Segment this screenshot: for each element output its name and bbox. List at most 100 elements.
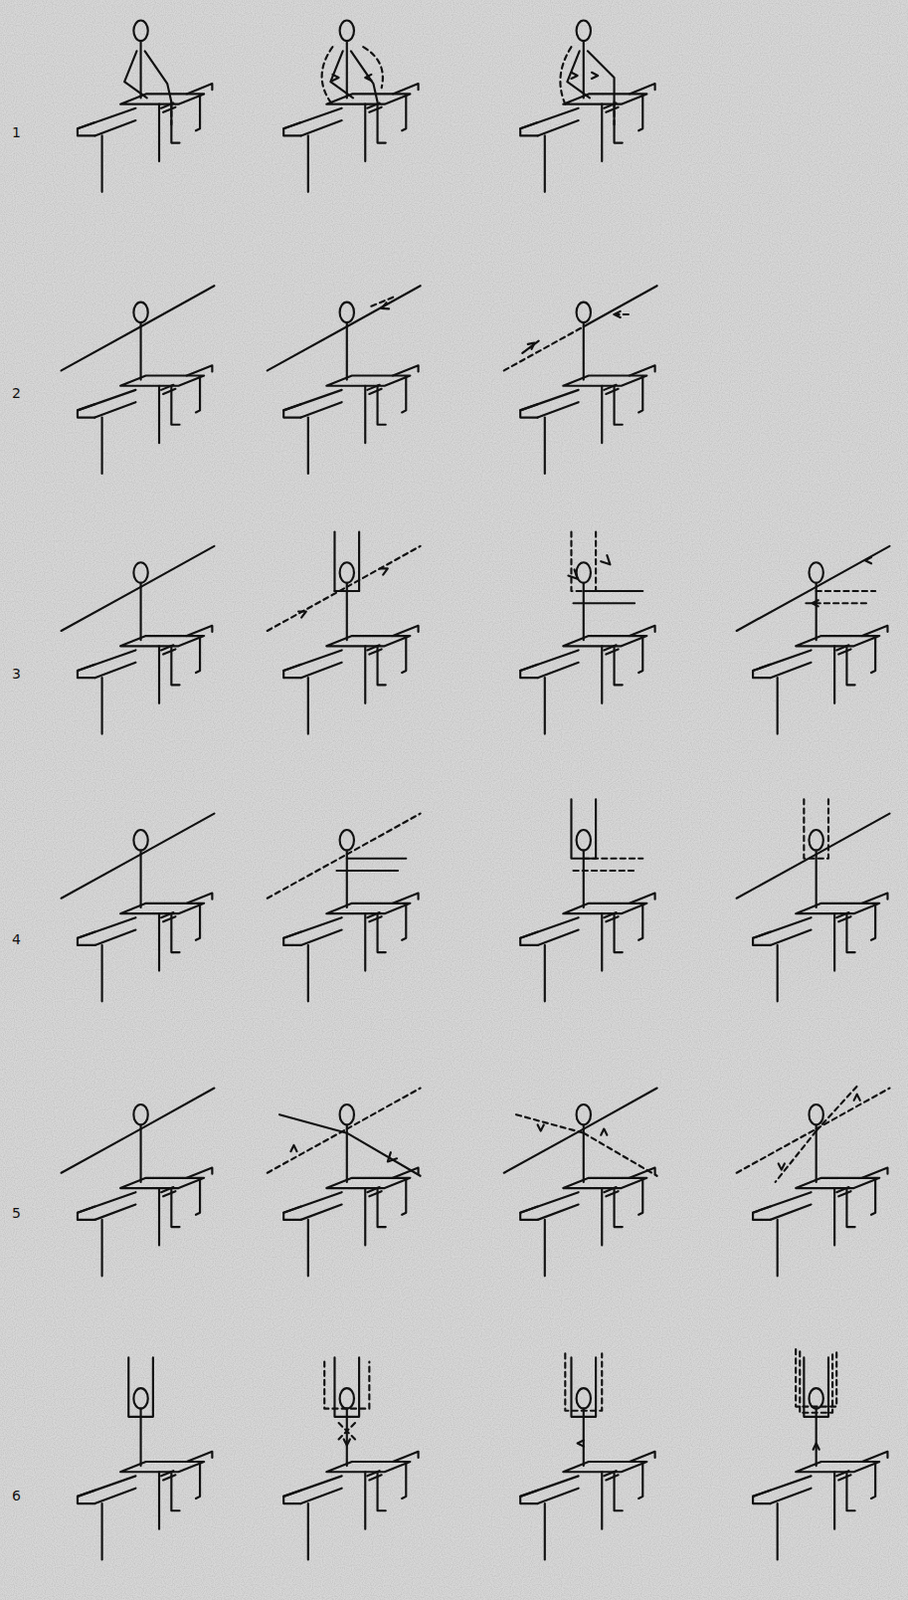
bench xyxy=(752,916,811,938)
movement-line xyxy=(290,1144,297,1151)
movement-line xyxy=(334,589,360,592)
bench xyxy=(171,912,180,952)
bench xyxy=(186,364,213,375)
bench xyxy=(171,645,180,685)
bench xyxy=(120,635,204,646)
movement-line xyxy=(566,50,590,98)
bench xyxy=(638,377,643,413)
movement-line xyxy=(339,1422,356,1439)
bench xyxy=(544,1502,546,1559)
bench xyxy=(283,1191,342,1213)
bench xyxy=(94,929,136,945)
movement-line xyxy=(141,813,215,855)
head xyxy=(576,302,591,324)
bench xyxy=(186,1167,213,1178)
bench xyxy=(326,93,410,104)
bench xyxy=(363,645,366,703)
bench xyxy=(605,107,618,113)
bench xyxy=(614,912,623,952)
movement-line xyxy=(778,1162,785,1169)
bench xyxy=(614,1187,623,1227)
bench xyxy=(770,1487,812,1503)
bench xyxy=(838,1190,851,1196)
movement-line xyxy=(812,599,819,606)
bench xyxy=(158,1470,161,1528)
bench xyxy=(195,1462,200,1498)
bench xyxy=(77,108,136,130)
row-number: 2 xyxy=(11,385,21,400)
movement-line xyxy=(128,1356,154,1416)
head xyxy=(340,1103,355,1125)
bench xyxy=(401,1179,406,1215)
bench xyxy=(171,385,180,425)
bench xyxy=(120,375,204,386)
movement-line xyxy=(587,50,615,102)
bench xyxy=(101,944,104,1001)
bench xyxy=(301,1203,343,1219)
exercise-figure xyxy=(752,1348,888,1559)
head xyxy=(576,829,591,851)
bench xyxy=(195,377,200,413)
body xyxy=(582,40,585,98)
bench xyxy=(833,1470,836,1528)
bench xyxy=(77,649,136,671)
movement-line xyxy=(324,1360,369,1408)
bench xyxy=(846,1470,855,1510)
exercise-figure xyxy=(736,1083,891,1275)
bench xyxy=(195,637,200,673)
movement-line xyxy=(816,1083,860,1130)
bench xyxy=(562,903,647,913)
movement-line xyxy=(865,556,872,563)
bench xyxy=(163,107,176,113)
bench xyxy=(544,677,546,733)
bench xyxy=(562,93,647,104)
movement-line xyxy=(573,869,636,872)
row-number: 5 xyxy=(11,1205,21,1220)
bench xyxy=(307,135,310,191)
bench xyxy=(377,912,386,952)
bench xyxy=(544,135,546,191)
bench xyxy=(307,417,310,474)
bench xyxy=(195,905,200,940)
movement-line xyxy=(564,1352,602,1410)
movement-line xyxy=(298,610,307,617)
bench xyxy=(283,108,342,130)
bench xyxy=(544,944,546,1001)
movement-line xyxy=(267,854,348,899)
head xyxy=(808,1103,823,1125)
body xyxy=(582,322,585,379)
bench xyxy=(377,1187,386,1227)
bench xyxy=(186,625,213,636)
bench xyxy=(94,401,136,417)
bench xyxy=(301,1487,343,1503)
body xyxy=(346,40,349,98)
bench xyxy=(629,625,656,636)
bench xyxy=(795,1177,880,1188)
bench xyxy=(538,120,579,136)
bench xyxy=(600,104,603,162)
movement-line xyxy=(141,285,215,327)
bench xyxy=(520,1474,578,1496)
bench xyxy=(158,385,161,443)
bench xyxy=(638,1462,643,1498)
bench xyxy=(838,1473,851,1479)
bench xyxy=(368,1473,381,1479)
bench xyxy=(120,93,204,104)
bench xyxy=(186,1451,213,1461)
bench xyxy=(101,1219,104,1275)
body xyxy=(139,850,142,908)
bench xyxy=(368,648,381,654)
bench xyxy=(520,1191,578,1213)
exercise-figure xyxy=(77,1356,212,1559)
movement-line xyxy=(799,1350,833,1413)
head xyxy=(133,561,148,583)
movement-line xyxy=(61,854,142,899)
bench xyxy=(363,385,366,443)
bench xyxy=(544,1219,546,1275)
bench xyxy=(752,649,811,671)
head xyxy=(576,20,591,42)
bench xyxy=(301,929,343,945)
